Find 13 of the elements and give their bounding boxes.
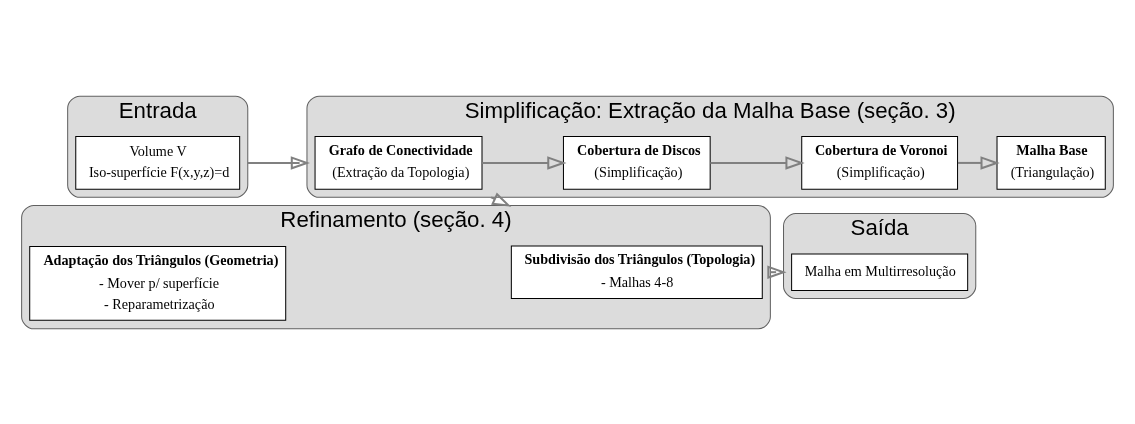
node-box: Volume V Iso-superfície F(x,y,z)=d [75,135,241,190]
node-box: Subdivisão dos Triângulos (Topologia) - Malhas 4-8 [510,244,763,299]
node-box: Malha Base (Triangulação) [996,135,1106,190]
node-box: Cobertura de Voronoi (Simplificação) [801,135,959,190]
arrow [247,155,310,170]
arrow [957,155,1000,170]
node-box: Grafo de Conectividade (Extração da Topologia) [314,135,483,190]
arrow [482,155,567,170]
node-box: Cobertura de Discos (Simplificação) [562,135,711,190]
node-box: Malha em Multirresolução [791,252,969,291]
node-box: Adaptação dos Triângulos (Geometria) - Mover p/ superfície - Reparametrização [29,245,287,321]
arrow [710,155,805,170]
arrow [767,264,787,279]
